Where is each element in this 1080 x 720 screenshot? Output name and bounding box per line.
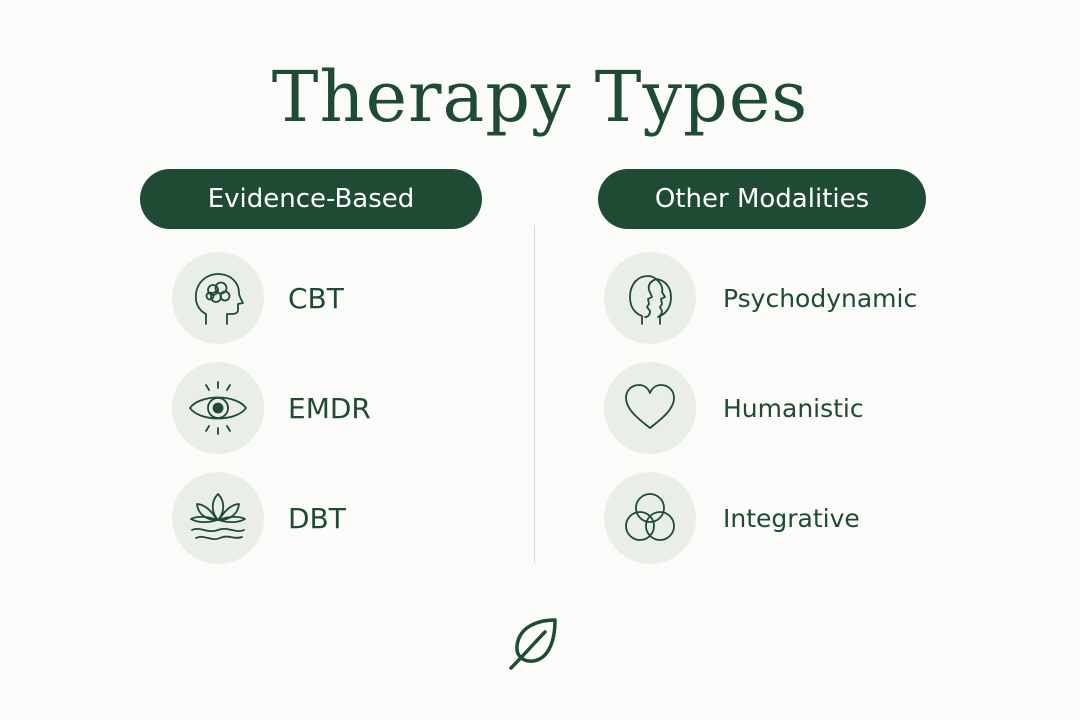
leaf-icon	[509, 618, 557, 670]
list-item-integrative: Integrative	[604, 472, 860, 564]
list-item-emdr: EMDR	[172, 362, 371, 454]
two-faces-icon	[604, 252, 696, 344]
evidence-based-column: Evidence-Based CBT	[140, 169, 482, 564]
humanistic-label: Humanistic	[723, 393, 864, 423]
head-brain-icon	[172, 252, 264, 344]
integrative-label: Integrative	[723, 503, 860, 533]
list-item-humanistic: Humanistic	[604, 362, 864, 454]
list-item-psychodynamic: Psychodynamic	[604, 252, 917, 344]
list-item-dbt: DBT	[172, 472, 346, 564]
psychodynamic-label: Psychodynamic	[723, 283, 918, 313]
lotus-icon	[172, 472, 264, 564]
other-modalities-header: Other Modalities	[598, 169, 926, 229]
column-divider	[534, 225, 535, 563]
evidence-based-header: Evidence-Based	[140, 169, 482, 229]
venn-circles-icon	[604, 472, 696, 564]
eye-icon	[172, 362, 264, 454]
heart-icon	[604, 362, 696, 454]
other-modalities-column: Other Modalities Psychodynamic Humanisti…	[598, 169, 926, 564]
page-title: Therapy Types	[271, 56, 809, 138]
cbt-label: CBT	[288, 281, 344, 315]
emdr-label: EMDR	[288, 391, 371, 425]
list-item-cbt: CBT	[172, 252, 344, 344]
dbt-label: DBT	[288, 501, 346, 535]
